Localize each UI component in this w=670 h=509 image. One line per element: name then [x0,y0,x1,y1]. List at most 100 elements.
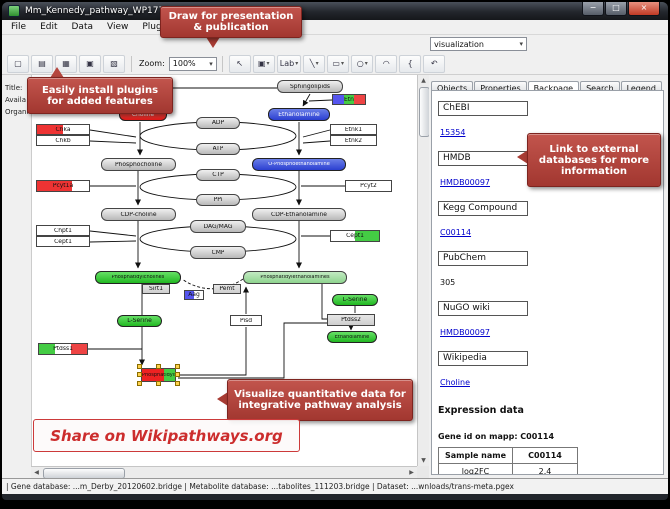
node-phosphatidylcholines[interactable]: Phosphatidylcholines [95,271,181,284]
node-ptdss1[interactable]: Ptdss1 [38,343,88,355]
status-bar: | Gene database: ...m_Derby_20120602.bri… [2,478,668,494]
node-aag[interactable]: Aag [184,290,204,300]
menu-file[interactable]: File [11,22,27,32]
node-dag-mag[interactable]: DAG/MAG [190,220,246,233]
node-ctp[interactable]: CTP [196,169,240,181]
node-chpt1[interactable]: Chpt1 [36,225,90,236]
menu-view[interactable]: View [107,22,129,32]
node-cdp-ethanolamine[interactable]: CDP-Ethanolamine [252,208,346,221]
callout-databases: Link to external databases for more info… [527,133,661,187]
undo-button[interactable]: ↶ [423,54,446,73]
node-atp[interactable]: ATP [196,143,240,155]
table-cell: C00114 [512,447,579,464]
pointer-tool-button[interactable]: ↖ [228,54,251,73]
node-pcyt1a[interactable]: Pcyt1a [36,180,90,192]
node-sirt1[interactable]: Sirt1 [142,284,170,294]
node-ethanolamine-2[interactable]: Ethanolamine [327,331,377,343]
expression-data-title: Expression data [438,405,524,416]
close-button[interactable]: × [628,2,660,16]
open-button-icon: ▤ [38,59,46,68]
new-file-button-icon: ▢ [14,59,22,68]
node-cept1-left[interactable]: Cept1 [36,236,90,247]
new-file-button[interactable]: ▢ [7,54,29,73]
node-pisd[interactable]: Pisd [230,315,262,326]
scroll-down-icon[interactable]: ▼ [421,457,426,464]
menu-bar: FileEditDataViewPluginsHelp [2,20,668,35]
node-ethanolamine[interactable]: Ethanolamine [268,108,330,121]
paste-button[interactable]: ▧ [103,54,125,73]
selection-handle[interactable] [175,372,180,377]
label-tool-button[interactable]: Lab▾ [276,54,302,73]
node-chkb[interactable]: Chkb [36,135,90,146]
db-value-link[interactable]: HMDB00097 [440,328,491,337]
vertical-scrollbar[interactable]: ▲ ▼ [417,75,430,466]
node-adp[interactable]: ADP [196,117,240,129]
scroll-right-icon[interactable]: ▶ [409,469,414,476]
copy-button[interactable]: ▣ [79,54,101,73]
menu-edit[interactable]: Edit [40,22,58,32]
selection-handle[interactable] [155,381,161,386]
node-phosphocholine[interactable]: Phosphocholine [101,158,176,171]
visualization-dropdown[interactable]: visualization ▾ [430,37,527,51]
pathway-info-label: Organi [5,108,29,116]
scroll-left-icon[interactable]: ◀ [34,469,39,476]
node-ppi[interactable]: PPi [196,194,240,206]
undo-button-icon: ↶ [430,59,438,68]
selection-handle[interactable] [137,372,142,377]
oval-tool-button[interactable]: ○▾ [351,54,374,73]
callout-draw: Draw for presentation & publication [160,6,302,38]
line-tool-button[interactable]: ╲▾ [303,54,326,73]
db-value-link[interactable]: 15354 [440,128,466,137]
db-value-link[interactable]: Choline [440,378,470,387]
rect-tool-button[interactable]: ▭▾ [327,54,350,73]
node-cept1[interactable]: Cept1 [330,230,380,242]
selection-handle[interactable] [137,381,142,386]
callout-plugins-pointer [50,67,64,78]
node-phosphatidylethanolamines[interactable]: Phosphatidylethanolamines [243,271,347,284]
maximize-button[interactable]: □ [605,2,627,16]
open-button[interactable]: ▤ [31,54,53,73]
node-etnk1[interactable]: Etnk1 [330,124,377,135]
node-cdp-choline[interactable]: CDP-choline [101,208,176,221]
node-l-serine-left[interactable]: L-Serine [117,315,162,327]
node-etnk2[interactable]: Etnk2 [330,135,377,146]
menu-data[interactable]: Data [71,22,94,32]
selection-handle[interactable] [175,364,180,369]
node-o-phosphoethanolamine[interactable]: O-Phosphoethanolamine [252,158,346,171]
node-etn[interactable]: Etn [332,94,366,105]
window-buttons: − □ × [581,2,660,16]
node-chka[interactable]: Chka [36,124,90,135]
title-bar: Mm_Kennedy_pathway_WP1771_45176.gp... − … [2,2,668,20]
zoom-dropdown[interactable]: 100% ▾ [168,56,217,71]
line-tool-button-icon: ╲ [309,59,315,68]
datanode-tool-button[interactable]: ▣▾ [252,54,275,73]
menu-plugins[interactable]: Plugins [142,22,175,32]
db-value-link[interactable]: HMDB00097 [440,178,491,187]
selection-handle[interactable] [137,364,142,369]
brace-tool-button[interactable]: { [399,54,422,73]
node-ptdss2[interactable]: Ptdss2 [327,314,375,326]
db-value-link[interactable]: C00114 [440,228,472,237]
selection-handle[interactable] [155,364,161,369]
app-icon [8,5,20,17]
arc-tool-button[interactable]: ◠ [375,54,398,73]
horizontal-scrollbar[interactable]: ◀ ▶ [31,466,417,479]
node-cmp[interactable]: CMP [190,246,246,259]
node-pemt[interactable]: Pemt [213,284,241,294]
scroll-up-icon[interactable]: ▲ [421,77,426,84]
table-cell: 2.4 [512,463,579,474]
node-pcyt2[interactable]: Pcyt2 [345,180,392,192]
node-sphingolipids[interactable]: Sphingolipids [277,80,343,93]
toolbar: ▢▤▦▣▧ Zoom: 100% ▾ ↖▣▾Lab▾╲▾▭▾○▾◠{↶ [2,53,668,75]
minimize-button[interactable]: − [582,2,604,16]
node-l-serine-right[interactable]: L-Serine [332,294,378,306]
node-phosphatidylserines[interactable]: Phosphatidylserines [141,368,176,382]
datanode-tool-button-icon: ▣ [257,59,266,68]
selection-handle[interactable] [175,381,180,386]
visualization-value: visualization [434,39,484,49]
